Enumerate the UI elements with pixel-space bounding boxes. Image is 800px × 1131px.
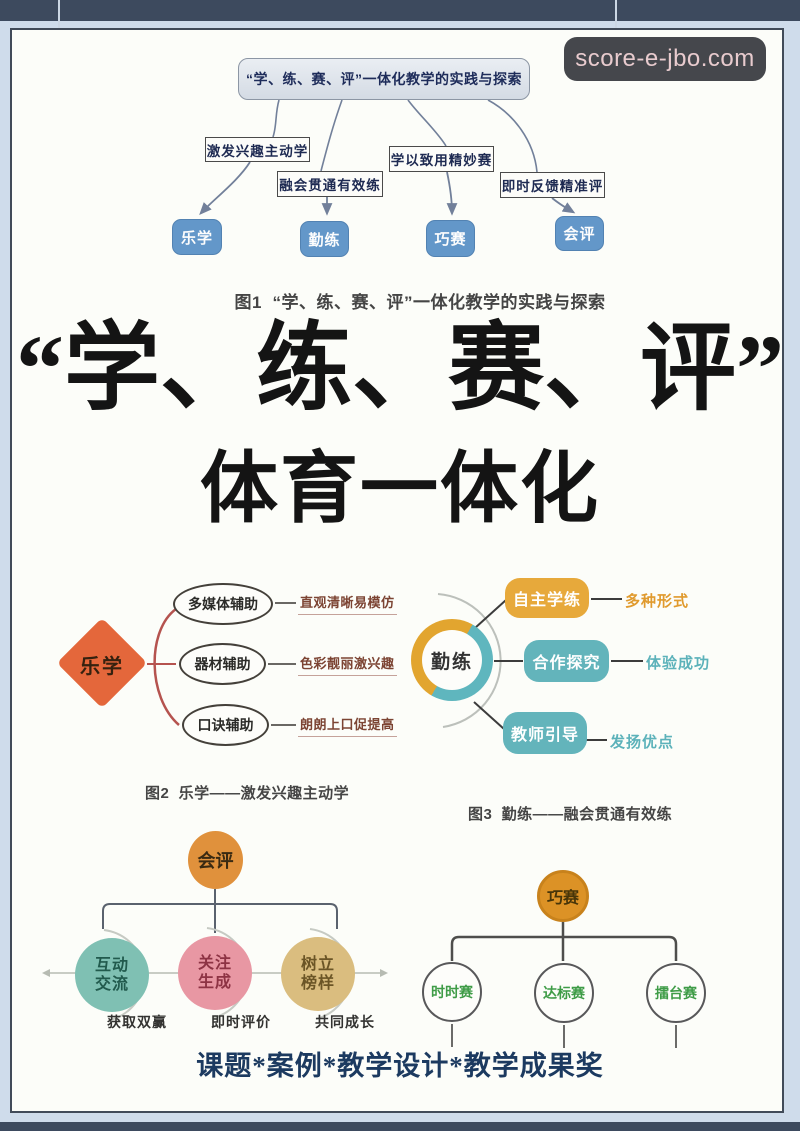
fig5-root-circle: 巧赛 bbox=[537, 870, 589, 922]
fig1-node: 会评 bbox=[555, 216, 604, 251]
fig1-caption: 图1 “学、练、赛、评”一体化教学的实践与探索 bbox=[234, 293, 606, 312]
fig3-root-ring: 勤练 bbox=[411, 619, 493, 701]
fig3-node-box: 合作探究 bbox=[524, 640, 609, 682]
fig1-branch-label: 融会贯通有效练 bbox=[277, 171, 383, 197]
fig3-desc: 多种形式 bbox=[625, 593, 690, 610]
fig1-branch-label: 学以致用精妙赛 bbox=[389, 146, 494, 172]
fig2-node-ellipse: 器材辅助 bbox=[179, 643, 266, 685]
watermark-badge: score-e-jbo.com bbox=[564, 37, 766, 81]
fig2-desc: 朗朗上口促提高 bbox=[298, 714, 397, 737]
fig3-desc: 发扬优点 bbox=[610, 734, 675, 751]
fig4-root-ellipse: 会评 bbox=[188, 831, 243, 889]
fig4-desc: 共同成长 bbox=[315, 1014, 375, 1030]
fig1-branch-label: 即时反馈精准评 bbox=[500, 172, 605, 198]
fig5-circle: 擂台赛 bbox=[646, 963, 706, 1023]
fig1-node: 乐学 bbox=[172, 219, 222, 255]
bottom-frame-bar bbox=[0, 1122, 800, 1131]
fig1-title-box: “学、练、赛、评”一体化教学的实践与探索 bbox=[238, 58, 530, 100]
fig1-node: 巧赛 bbox=[426, 220, 475, 257]
fig3-node-box: 教师引导 bbox=[503, 712, 587, 754]
fig2-desc: 色彩靓丽激兴趣 bbox=[298, 653, 397, 676]
fig4-circle: 互动 交流 bbox=[75, 938, 149, 1012]
footer-title: 课题*案例*教学设计*教学成果奖 bbox=[196, 1051, 604, 1081]
fig1-branch-label: 激发兴趣主动学 bbox=[205, 137, 310, 162]
watermark-text: score-e-jbo.com bbox=[575, 45, 755, 72]
fig4-desc: 即时评价 bbox=[211, 1014, 271, 1030]
fig4-circle: 关注 生成 bbox=[178, 936, 252, 1010]
top-frame-bar bbox=[0, 0, 800, 21]
fig2-desc: 直观清晰易模仿 bbox=[298, 592, 397, 615]
fig4-desc: 获取双赢 bbox=[107, 1014, 167, 1030]
fig1-node: 勤练 bbox=[300, 221, 349, 257]
main-title-line2: 体育一体化 bbox=[199, 445, 600, 532]
fig3-node-box: 自主学练 bbox=[505, 578, 589, 618]
fig3-desc: 体验成功 bbox=[646, 655, 711, 672]
fig3-caption: 图3 勤练——融会贯通有效练 bbox=[468, 806, 673, 823]
main-title-line1: “学、练、赛、评” bbox=[16, 315, 784, 422]
fig2-root-label: 乐学 bbox=[80, 656, 124, 678]
top-bar-divider bbox=[615, 0, 617, 30]
fig2-node-ellipse: 多媒体辅助 bbox=[173, 583, 273, 625]
top-bar-divider bbox=[58, 0, 60, 30]
fig4-circle: 树立 榜样 bbox=[281, 937, 355, 1011]
fig2-caption: 图2 乐学——激发兴趣主动学 bbox=[145, 785, 350, 802]
fig2-node-ellipse: 口诀辅助 bbox=[182, 704, 269, 746]
fig5-circle: 达标赛 bbox=[534, 963, 594, 1023]
fig3-root-label: 勤练 bbox=[422, 630, 482, 690]
fig5-circle: 时时赛 bbox=[422, 962, 482, 1022]
